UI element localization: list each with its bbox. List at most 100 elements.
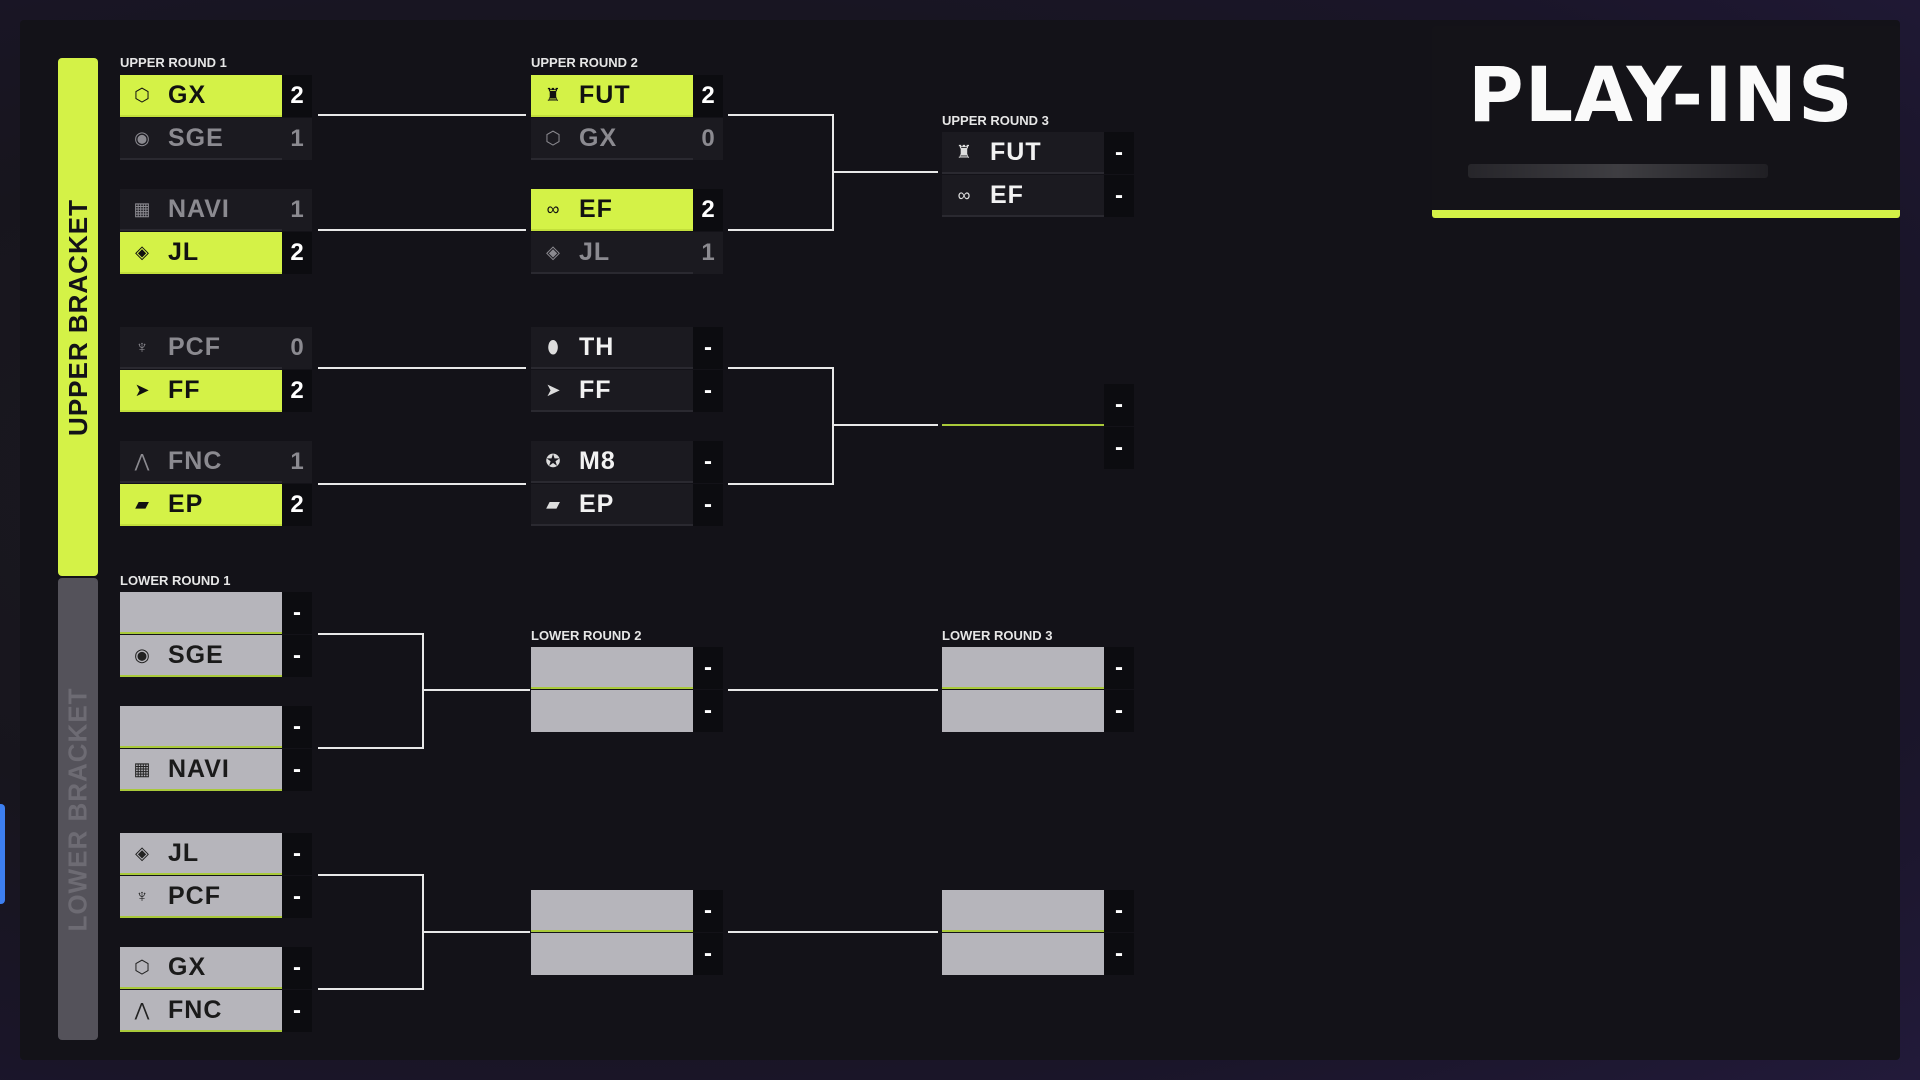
team-row: ✪M8- (531, 441, 723, 483)
jl-logo-icon: ◈ (546, 241, 560, 262)
team-name: EF (990, 180, 1024, 209)
gx-logo-icon: ⬡ (134, 956, 150, 977)
lower-bracket-bar: LOWER BRACKET (58, 578, 98, 1040)
team-cell: ▰EP (120, 484, 282, 526)
match-lower-r1-2[interactable]: - ▦NAVI- (120, 706, 312, 791)
team-row: ♜FUT- (942, 132, 1134, 174)
team-score: - (1104, 427, 1134, 469)
m8-logo-icon: ✪ (545, 450, 561, 471)
team-score: - (693, 441, 723, 483)
th-logo-icon: ⬮ (547, 336, 559, 357)
fut-logo-icon: ♜ (955, 141, 973, 162)
match-upper-r2-3[interactable]: ⬮TH- ➤FF- (531, 327, 723, 412)
team-name: GX (579, 123, 618, 152)
team-name: SGE (168, 640, 224, 669)
team-name: EF (579, 194, 613, 223)
lower-bracket-label: LOWER BRACKET (62, 686, 93, 932)
navi-logo-icon: ▦ (133, 758, 151, 779)
team-row: ∞EF- (942, 175, 1134, 217)
match-lower-r1-3[interactable]: ◈JL- ♆PCF- (120, 833, 312, 918)
team-row: - (942, 890, 1134, 932)
match-lower-r3-2[interactable]: - - (942, 890, 1134, 975)
match-lower-r2-1[interactable]: - - (531, 647, 723, 732)
team-cell: ⬡GX (120, 947, 282, 989)
team-cell: ➤FF (120, 370, 282, 412)
match-lower-r1-4[interactable]: ⬡GX- ⋀FNC- (120, 947, 312, 1032)
team-cell: ⋀FNC (120, 441, 282, 483)
team-cell (531, 647, 693, 689)
team-name: EP (168, 489, 204, 518)
team-score: 1 (693, 232, 723, 274)
team-cell: ▦NAVI (120, 749, 282, 791)
team-score: 0 (282, 327, 312, 369)
team-name: FUT (579, 80, 631, 109)
team-score: 2 (282, 484, 312, 526)
team-name: GX (168, 80, 207, 109)
match-upper-r3-1[interactable]: ♜FUT- ∞EF- (942, 132, 1134, 217)
jl-logo-icon: ◈ (135, 241, 149, 262)
team-cell (942, 427, 1104, 469)
connector (728, 114, 834, 231)
team-cell: ✪M8 (531, 441, 693, 483)
match-upper-r3-2[interactable]: - - (942, 384, 1134, 469)
ep-logo-icon: ▰ (546, 493, 560, 514)
team-name: FNC (168, 995, 223, 1024)
team-score: - (693, 370, 723, 412)
team-score: - (1104, 175, 1134, 217)
team-cell: ▰ EP (531, 484, 693, 526)
team-cell: ◉SGE (120, 118, 282, 160)
team-cell: ∞EF (942, 175, 1104, 217)
team-row: - (120, 706, 312, 748)
team-score: - (1104, 690, 1134, 732)
team-row: - (942, 690, 1134, 732)
match-upper-r2-4[interactable]: ✪M8- ▰ EP - (531, 441, 723, 526)
team-score: - (1104, 647, 1134, 689)
team-name: PCF (168, 881, 221, 910)
team-name: JL (579, 237, 611, 266)
team-cell: ▦NAVI (120, 189, 282, 231)
team-cell (120, 706, 282, 748)
ef-logo-icon: ∞ (546, 198, 560, 219)
ff-logo-icon: ➤ (545, 379, 561, 400)
team-score: - (1104, 933, 1134, 975)
match-lower-r3-1[interactable]: - - (942, 647, 1134, 732)
team-cell: ∞ EF (531, 189, 693, 231)
match-lower-r2-2[interactable]: - - (531, 890, 723, 975)
match-lower-r1-1[interactable]: - ◉SGE- (120, 592, 312, 677)
team-score: 1 (282, 118, 312, 160)
team-score: - (282, 990, 312, 1032)
team-cell (531, 690, 693, 732)
team-cell (120, 592, 282, 634)
team-cell: ◈ JL (531, 232, 693, 274)
team-row: ▰ EP - (531, 484, 723, 526)
subtitle-blurred (1468, 164, 1768, 178)
upper-bracket-bar: UPPER BRACKET (58, 58, 98, 576)
gx-logo-icon: ⬡ (134, 84, 150, 105)
navi-logo-icon: ▦ (133, 198, 151, 219)
team-score: 1 (282, 441, 312, 483)
team-cell: ◈JL (120, 232, 282, 274)
page-title: PLAY-INS (1468, 50, 1854, 139)
team-score: - (693, 484, 723, 526)
team-row: ◈JL- (120, 833, 312, 875)
team-cell: ⬮TH (531, 327, 693, 369)
team-row: - (120, 592, 312, 634)
team-score: - (282, 635, 312, 677)
team-cell: ◉SGE (120, 635, 282, 677)
team-cell: ♆PCF (120, 876, 282, 918)
team-name: EP (579, 489, 615, 518)
team-score: - (1104, 132, 1134, 174)
side-edge-tab[interactable] (0, 804, 5, 904)
